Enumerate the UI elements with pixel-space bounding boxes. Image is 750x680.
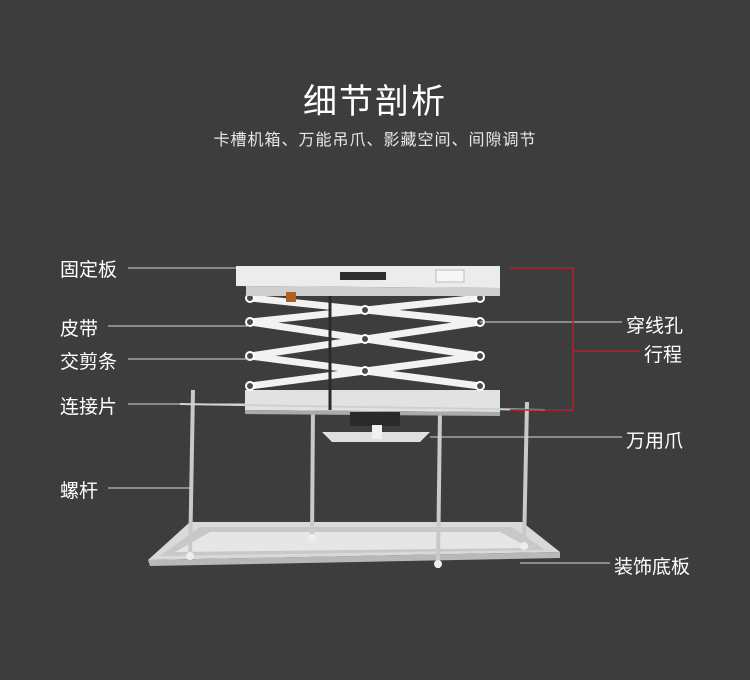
screw-rods bbox=[188, 389, 529, 569]
scissor-pivots bbox=[245, 293, 485, 391]
fixed-plate bbox=[236, 266, 500, 296]
universal-claw bbox=[322, 412, 430, 442]
label-belt: 皮带 bbox=[60, 318, 99, 340]
page-subtitle: 卡槽机箱、万能吊爪、影藏空间、间隙调节 bbox=[213, 130, 537, 149]
label-stroke: 行程 bbox=[644, 344, 683, 366]
page-title: 细节剖析 bbox=[303, 82, 447, 122]
label-screw-rod: 螺杆 bbox=[60, 480, 99, 502]
label-universal-claw: 万用爪 bbox=[626, 430, 684, 452]
label-scissor-bar: 交剪条 bbox=[60, 351, 118, 373]
label-connector: 连接片 bbox=[60, 396, 118, 418]
label-fixed-plate: 固定板 bbox=[60, 259, 118, 281]
label-threading-hole: 穿线孔 bbox=[626, 315, 684, 337]
motor bbox=[286, 292, 296, 302]
stroke-bracket bbox=[510, 267, 640, 411]
label-decorative-base: 装饰底板 bbox=[614, 556, 691, 578]
leader-lines bbox=[108, 267, 622, 564]
decorative-base-plate bbox=[148, 522, 560, 566]
